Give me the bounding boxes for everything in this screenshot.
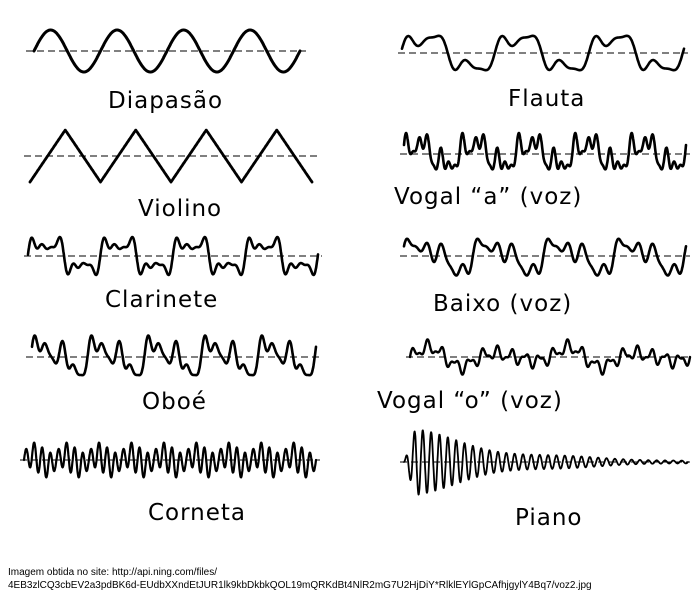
image-credit: Imagem obtida no site: http://api.ning.c… xyxy=(8,566,694,592)
waveform-figure: Diapasão Flauta Violino Vogal “a” (voz) … xyxy=(20,28,692,531)
wave-trace-clarinete xyxy=(26,235,320,277)
wave-trace-flauta xyxy=(400,34,686,72)
waveform-baixo xyxy=(400,237,690,277)
waveform-vogal-o xyxy=(406,338,692,376)
waveform-piano xyxy=(400,429,690,496)
credit-line-1: Imagem obtida no site: http://api.ning.c… xyxy=(8,567,217,578)
label-clarinete: Clarinete xyxy=(105,287,219,313)
waveform-diapasao xyxy=(26,28,306,74)
wave-trace-piano xyxy=(403,429,689,496)
wave-trace-violino xyxy=(28,128,314,184)
label-oboe: Oboé xyxy=(142,389,207,415)
waveform-corneta xyxy=(20,441,320,479)
label-flauta: Flauta xyxy=(508,86,586,112)
label-vogal-a: Vogal “a” (voz) xyxy=(394,184,583,210)
waveform-oboe xyxy=(26,334,320,377)
waveform-violino xyxy=(24,128,318,184)
waveform-vogal-a xyxy=(400,131,690,171)
label-diapasao: Diapasão xyxy=(108,88,224,114)
label-baixo: Baixo (voz) xyxy=(433,291,573,317)
label-violino: Violino xyxy=(138,196,223,222)
wave-trace-corneta xyxy=(22,441,318,479)
wave-trace-diapasao xyxy=(32,28,302,74)
wave-trace-oboe xyxy=(30,334,318,377)
label-piano: Piano xyxy=(515,505,583,531)
wave-trace-vogal-a xyxy=(402,131,688,171)
credit-line-2: 4EB3zlCQ3cbEV2a3pdBK6d-EUdbXXndEtJUR1lk9… xyxy=(8,580,592,591)
wave-trace-vogal-o xyxy=(408,338,692,376)
waveform-flauta xyxy=(398,34,688,72)
label-corneta: Corneta xyxy=(148,500,247,526)
label-vogal-o: Vogal “o” (voz) xyxy=(377,388,563,414)
wave-trace-baixo xyxy=(402,237,688,277)
waveform-drawing xyxy=(20,28,692,496)
waveform-clarinete xyxy=(24,235,322,277)
